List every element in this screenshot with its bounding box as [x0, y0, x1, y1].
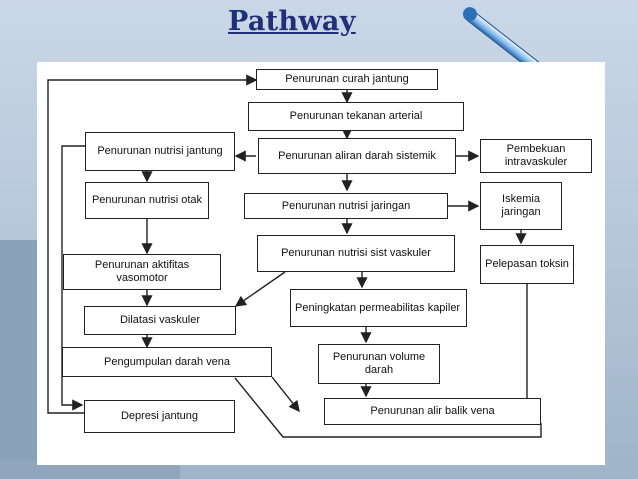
node-penurunan-nutrisi-vaskuler: Penurunan nutrisi sist vaskuler	[257, 235, 455, 272]
arrow-vaskuler-to-dilatasi	[234, 271, 286, 307]
line-alirbalik-loop	[234, 377, 542, 438]
node-penurunan-nutrisi-jaringan: Penurunan nutrisi jaringan	[244, 193, 448, 219]
node-iskemia-jaringan: Iskemia jaringan	[480, 182, 562, 230]
node-penurunan-aktifitas-vasomotor: Penurunan aktifitas vasomotor	[63, 254, 221, 290]
line-depresi-to-curah	[47, 74, 258, 414]
arrow-pengumpulan-to-alirbalik	[271, 376, 300, 413]
node-depresi-jantung: Depresi jantung	[84, 400, 235, 433]
node-penurunan-curah-jantung: Penurunan curah jantung	[256, 69, 438, 90]
node-peningkatan-permeabilitas: Peningkatan permeabilitas kapiler	[290, 289, 467, 327]
node-pengumpulan-darah-vena: Pengumpulan darah vena	[62, 347, 272, 377]
node-penurunan-nutrisi-otak: Penurunan nutrisi otak	[85, 182, 209, 219]
line-jantung-to-depresi	[61, 145, 85, 411]
node-penurunan-volume-darah: Penurunan volume darah	[318, 344, 440, 384]
node-penurunan-alir-balik-vena: Penurunan alir balik vena	[324, 398, 541, 425]
node-penurunan-tekanan-arterial: Penurunan tekanan arterial	[248, 102, 464, 131]
node-penurunan-aliran-darah: Penurunan aliran darah sistemik	[258, 138, 456, 174]
slide-title: Pathway	[228, 6, 356, 37]
node-pelepasan-toksin: Pelepasan toksin	[480, 245, 574, 284]
node-dilatasi-vaskuler: Dilatasi vaskuler	[84, 306, 236, 335]
node-penurunan-nutrisi-jantung: Penurunan nutrisi jantung	[85, 132, 235, 171]
node-pembekuan-intravaskuler: Pembekuan intravaskuler	[480, 139, 592, 173]
background-band	[0, 240, 40, 479]
